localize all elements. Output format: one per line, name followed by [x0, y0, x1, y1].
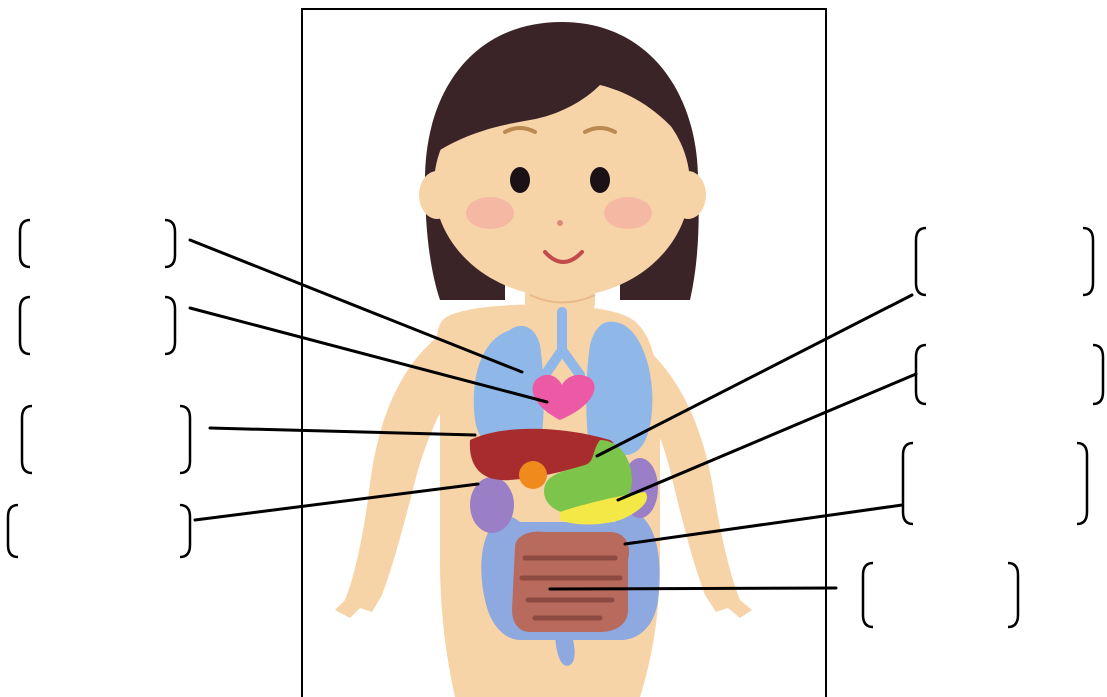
- label-bracket-right-3[interactable]: [903, 443, 1087, 524]
- left-eye: [510, 167, 530, 193]
- label-bracket-right-1[interactable]: [916, 228, 1093, 295]
- right-eye: [590, 167, 610, 193]
- leader-line-kidney: [195, 484, 478, 520]
- leader-line-liver: [210, 428, 475, 435]
- label-bracket-left-4[interactable]: [8, 505, 190, 557]
- label-bracket-right-4[interactable]: [863, 563, 1018, 627]
- label-bracket-left-1[interactable]: [20, 220, 175, 267]
- label-bracket-right-2[interactable]: [916, 345, 1103, 404]
- girl-illustration: [335, 22, 752, 697]
- leader-line-large-intestine: [625, 505, 902, 544]
- label-bracket-left-2[interactable]: [20, 297, 175, 354]
- gallbladder: [519, 461, 547, 489]
- leader-line-small-intestine: [550, 588, 836, 589]
- label-bracket-left-3[interactable]: [22, 406, 190, 473]
